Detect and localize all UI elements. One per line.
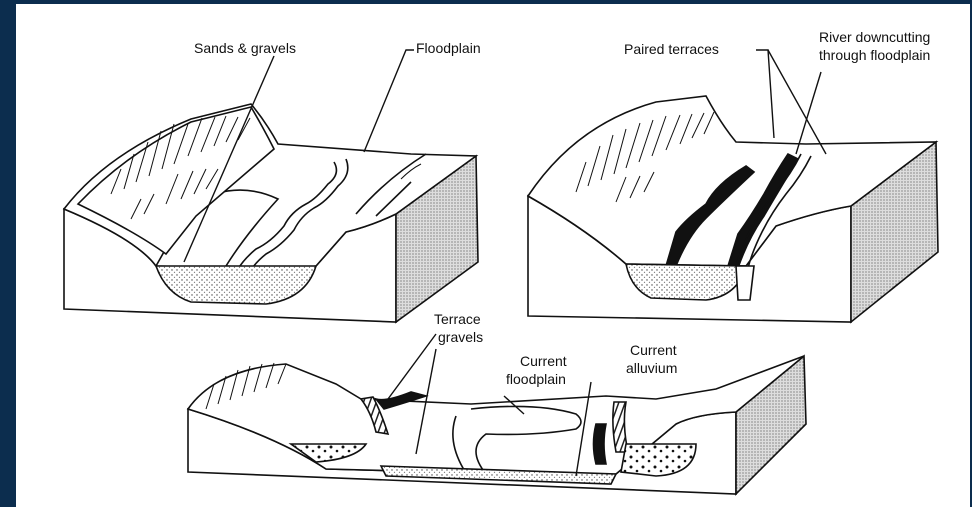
label-terrace-line2: gravels [438,329,483,345]
label-paired-terraces: Paired terraces [624,41,719,57]
label-floodplain: Floodplain [416,40,481,56]
label-river-downcutting-line1: River downcutting [819,29,930,45]
block-terrace-gravels [188,334,806,494]
label-current-floodplain-line2: floodplain [506,371,566,387]
label-sands-gravels: Sands & gravels [194,40,296,56]
label-terrace-line1: Terrace [434,311,481,327]
block-floodplain [64,50,478,322]
diagram-panel: Sands & gravels Floodplain Paired terrac… [16,4,970,507]
label-river-downcutting-line2: through floodplain [819,47,930,63]
river-terrace-diagram: Sands & gravels Floodplain Paired terrac… [16,4,970,507]
label-current-alluvium-line2: alluvium [626,360,677,376]
label-current-alluvium-line1: Current [630,342,677,358]
label-current-floodplain-line1: Current [520,353,567,369]
block-paired-terraces [528,50,938,322]
